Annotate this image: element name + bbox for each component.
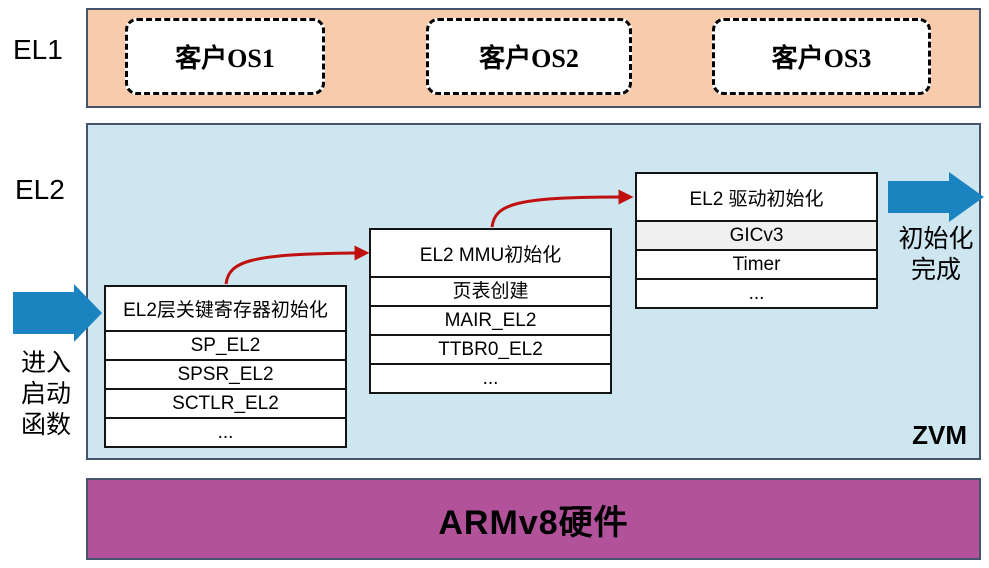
driver-init-table: EL2 驱动初始化 GICv3 Timer ... — [635, 172, 878, 309]
guest-os3-box: 客户OS3 — [712, 18, 931, 95]
table-row: 页表创建 — [371, 276, 610, 305]
el1-band: 客户OS1 客户OS2 客户OS3 — [86, 8, 981, 108]
guest-os2-box: 客户OS2 — [426, 18, 632, 95]
table-row: GICv3 — [637, 220, 876, 249]
table-row: Timer — [637, 249, 876, 278]
driver-init-table-header: EL2 驱动初始化 — [689, 188, 824, 210]
table-row: SCTLR_EL2 — [106, 388, 345, 417]
enter-boot-label: 进入 启动 函数 — [20, 349, 71, 439]
guest-os1-box: 客户OS1 — [125, 18, 325, 95]
table-row: ... — [637, 278, 876, 307]
table-row: SP_EL2 — [106, 330, 345, 359]
table-row: TTBR0_EL2 — [371, 334, 610, 363]
hardware-band: ARMv8硬件 — [86, 478, 981, 560]
hardware-label: ARMv8硬件 — [438, 503, 629, 542]
table-row: ... — [371, 363, 610, 392]
zvm-label: ZVM — [912, 420, 967, 450]
table-row: SPSR_EL2 — [106, 359, 345, 388]
register-init-table-header: EL2层关键寄存器初始化 — [123, 300, 328, 321]
mmu-init-table: EL2 MMU初始化 页表创建 MAIR_EL2 TTBR0_EL2 ... — [369, 228, 612, 394]
table-row: MAIR_EL2 — [371, 305, 610, 334]
table-row: ... — [106, 417, 345, 446]
mmu-init-table-header: EL2 MMU初始化 — [419, 244, 562, 266]
init-done-label: 初始化 完成 — [898, 225, 974, 284]
el2-level-label: EL2 — [15, 174, 65, 205]
el1-level-label: EL1 — [13, 34, 63, 65]
register-init-table: EL2层关键寄存器初始化 SP_EL2 SPSR_EL2 SCTLR_EL2 .… — [104, 285, 347, 448]
